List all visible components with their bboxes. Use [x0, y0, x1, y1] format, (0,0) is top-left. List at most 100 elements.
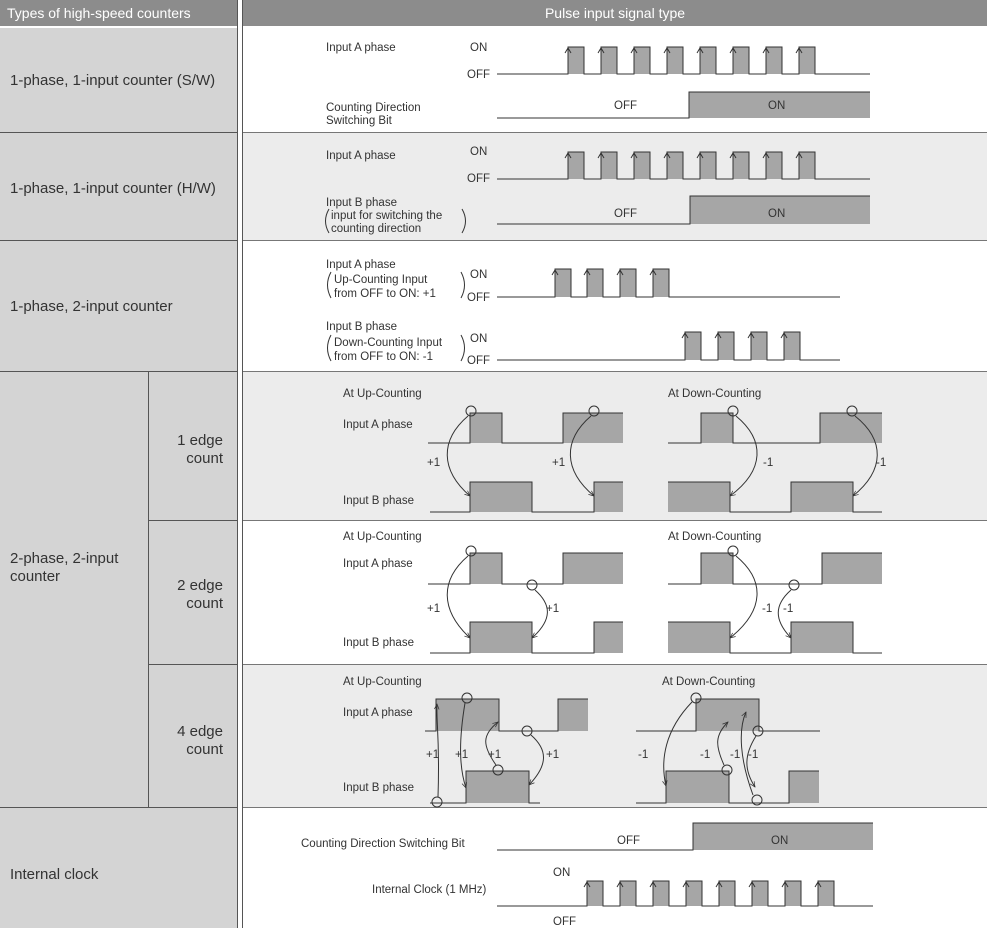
hw-on-label: ON — [470, 146, 487, 158]
twoin-a-label-2: Up-Counting Input — [334, 274, 428, 286]
row-clock-label: Internal clock — [10, 866, 99, 883]
pulse — [752, 881, 768, 906]
row-e2-label-cell: 2 edge count — [148, 521, 237, 665]
e4-up-plus-1: +1 — [426, 749, 439, 761]
twoin-a-off: OFF — [467, 292, 490, 304]
pulse — [653, 269, 669, 297]
pulse — [568, 152, 584, 179]
pulse — [818, 881, 834, 906]
sw-pulse-train — [497, 46, 870, 75]
twoin-b-label-2: Down-Counting Input — [334, 337, 443, 349]
pulse — [634, 47, 650, 74]
e4-down-minus-1: -1 — [638, 749, 648, 761]
twoin-b-label-1: Input B phase — [326, 321, 397, 333]
e2-down-title: At Down-Counting — [668, 531, 761, 543]
sw-dir-on-label: ON — [768, 100, 785, 112]
pulse — [601, 152, 617, 179]
e4-up-b: Input B phase — [343, 782, 414, 794]
row-e4-label-cell: 4 edge count — [148, 665, 237, 808]
pulse — [620, 269, 636, 297]
e4-down-minus-2: -1 — [700, 749, 710, 761]
twoin-b-off: OFF — [467, 355, 490, 367]
pulse — [601, 47, 617, 74]
e4-up-a: Input A phase — [343, 707, 413, 719]
row-twoin-label: 1-phase, 2-input counter — [10, 298, 173, 315]
pulse — [685, 332, 701, 360]
row-e1-label-1: 1 edge — [177, 432, 223, 449]
twoin-a-pulse-train — [497, 268, 840, 298]
pulse — [667, 47, 683, 74]
e1-diagram: At Up-Counting At Down-Counting Input A … — [343, 388, 886, 513]
e1-down-minus-1: -1 — [763, 457, 773, 469]
e4-down-minus-3: -1 — [730, 749, 740, 761]
clock-dir-off: OFF — [617, 835, 640, 847]
sw-dir-off-label: OFF — [614, 100, 637, 112]
row-e4-label-2: count — [186, 741, 223, 758]
e4-diagram: At Up-Counting At Down-Counting Input A … — [343, 676, 820, 808]
hw-direction-wave — [497, 195, 870, 225]
row-twophase-label-cell: 2-phase, 2-input counter — [0, 372, 148, 808]
e4-up-plus-2: +1 — [455, 749, 468, 761]
header-pulse-label: Pulse input signal type — [544, 5, 686, 21]
row-e2-label-2: count — [186, 595, 223, 612]
clock-dir-on: ON — [771, 835, 788, 847]
hw-input-a-label: Input A phase — [326, 150, 396, 162]
e2-down-minus-1: -1 — [762, 603, 772, 615]
clock-int-label: Internal Clock (1 MHz) — [372, 884, 487, 896]
row-hw-label: 1-phase, 1-input counter (H/W) — [10, 180, 216, 197]
pulse — [766, 152, 782, 179]
pulse — [686, 881, 702, 906]
e1-down-title: At Down-Counting — [668, 388, 761, 400]
sw-on-label: ON — [470, 42, 487, 54]
e2-up-b: Input B phase — [343, 637, 414, 649]
pulse — [568, 47, 584, 74]
sw-dir-label-1: Counting Direction — [326, 102, 421, 114]
hw-dir-on-label: ON — [768, 208, 785, 220]
clock-direction-wave — [497, 822, 873, 851]
pulse — [667, 152, 683, 179]
twoin-a-on: ON — [470, 269, 487, 281]
twoin-b-pulse-train — [497, 331, 840, 361]
row-twoin-diagram-cell — [243, 241, 987, 372]
e2-up-plus-1: +1 — [427, 603, 440, 615]
row-e1-label-cell: 1 edge count — [148, 372, 237, 521]
pulse — [785, 881, 801, 906]
row-e4-diagram-cell — [243, 665, 987, 808]
pulse — [719, 881, 735, 906]
row-e4-label-1: 4 edge — [177, 723, 223, 740]
e2-up-a: Input A phase — [343, 558, 413, 570]
header-types: Types of high-speed counters — [0, 0, 237, 26]
sw-direction-wave — [497, 91, 870, 119]
sw-input-a-label: Input A phase — [326, 42, 396, 54]
hw-pulse-train — [497, 151, 870, 180]
pulse — [784, 332, 800, 360]
pulse — [653, 881, 669, 906]
twoin-a-label-1: Input A phase — [326, 259, 396, 271]
pulse — [587, 269, 603, 297]
hw-off-label: OFF — [467, 173, 490, 185]
row-sw-label-cell: 1-phase, 1-input counter (S/W) — [0, 28, 237, 133]
row-e1-label-2: count — [186, 450, 223, 467]
pulse — [587, 881, 603, 906]
pulse — [718, 332, 734, 360]
e4-up-plus-4: +1 — [546, 749, 559, 761]
header-types-label: Types of high-speed counters — [7, 5, 191, 21]
twoin-b-on: ON — [470, 333, 487, 345]
e4-up-title: At Up-Counting — [343, 676, 422, 688]
e1-up-a: Input A phase — [343, 419, 413, 431]
clock-on: ON — [553, 867, 570, 879]
twoin-a-label-3: from OFF to ON: +1 — [334, 288, 436, 300]
clock-dir-label: Counting Direction Switching Bit — [301, 838, 465, 850]
column-separator — [237, 0, 243, 928]
pulse — [799, 152, 815, 179]
e2-down-minus-2: -1 — [783, 603, 793, 615]
e1-up-title: At Up-Counting — [343, 388, 422, 400]
e2-diagram: At Up-Counting At Down-Counting Input A … — [343, 531, 882, 654]
pulse — [733, 152, 749, 179]
row-sw-label: 1-phase, 1-input counter (S/W) — [10, 72, 216, 89]
row-clock-label-cell: Internal clock — [0, 808, 237, 928]
pulse — [700, 47, 716, 74]
clock-off: OFF — [553, 916, 576, 928]
row-twoin-label-cell: 1-phase, 2-input counter — [0, 241, 237, 372]
